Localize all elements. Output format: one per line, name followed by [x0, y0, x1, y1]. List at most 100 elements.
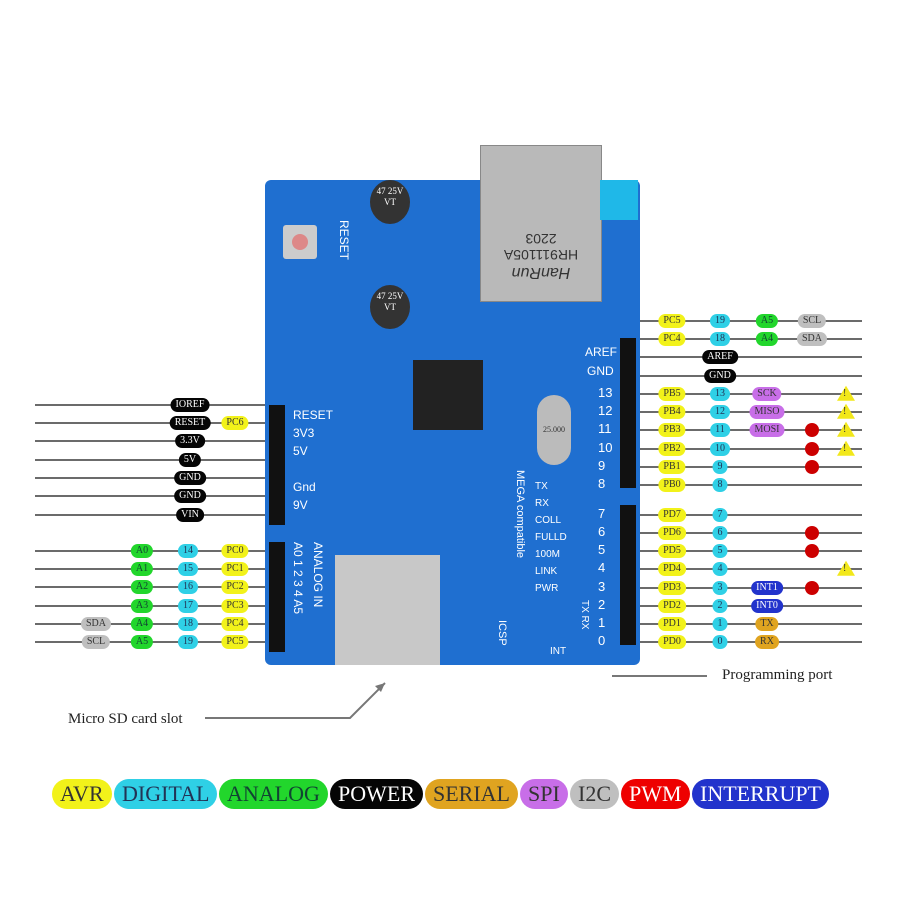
pin-label-i2c: SDA — [796, 332, 828, 346]
pin-label-i2c: SCL — [81, 635, 111, 649]
pin-label-digital: 17 — [178, 599, 198, 613]
arrow-icon — [205, 682, 386, 719]
pin-label-digital: 12 — [710, 405, 730, 419]
pin-line — [35, 477, 267, 479]
pin-label-avr: PB5 — [658, 387, 686, 401]
pin-label-power: RESET — [169, 416, 211, 430]
pin-label-avr: PC5 — [658, 314, 686, 328]
pin-line — [35, 514, 267, 516]
pin-label-avr: PD5 — [658, 544, 686, 558]
pin-line — [640, 393, 862, 395]
pin-line — [640, 514, 862, 516]
pin-line — [640, 605, 862, 607]
pin-label-analog: A0 — [130, 544, 154, 558]
pin-label-avr: PD7 — [658, 508, 686, 522]
legend-serial: SERIAL — [425, 779, 518, 809]
reset-label: RESET — [337, 220, 351, 261]
pin-label-power: GND — [174, 489, 206, 503]
pin-label-digital: 3 — [712, 581, 728, 595]
jack-model: HR911105A — [503, 247, 579, 263]
pin-label-analog: A4 — [130, 617, 154, 631]
pin-line — [640, 466, 862, 468]
legend-spi: SPI — [520, 779, 568, 809]
pin-label-avr: PC0 — [221, 544, 249, 558]
mega-compatible-label: MEGA compatible — [514, 470, 526, 559]
warning-icon: ! — [837, 421, 855, 437]
pin-label-serial: RX — [755, 635, 779, 649]
left-power-header — [269, 405, 285, 525]
programming-port-annotation: Programming port — [722, 667, 833, 683]
pin-label-avr: PC4 — [658, 332, 686, 346]
pin-label-avr: PB3 — [658, 423, 686, 437]
digital-pin-number: 10 — [598, 440, 613, 455]
pin-label-avr: PC1 — [221, 562, 249, 576]
legend-analog: ANALOG — [219, 779, 328, 809]
warning-icon: ! — [837, 560, 855, 576]
pin-label-digital: 13 — [710, 387, 730, 401]
pin-label-avr: PB0 — [658, 478, 686, 492]
pwm-dot-icon — [805, 526, 819, 540]
left-analog-header — [269, 542, 285, 652]
led-label: LINK — [535, 566, 558, 577]
pin-label-spi: SCK — [752, 387, 782, 401]
capacitor-2: 47 25V VT — [370, 285, 410, 329]
pin-label-digital: 4 — [712, 562, 728, 576]
pin-label-power: IOREF — [170, 398, 210, 412]
header-label-9v: 9V — [293, 498, 308, 512]
right-digital-header-low — [620, 505, 636, 645]
pin-line — [35, 404, 267, 406]
pin-label-avr: PC5 — [221, 635, 249, 649]
pin-label-digital: 0 — [712, 635, 728, 649]
led-label: 100M — [535, 549, 561, 560]
pin-line — [640, 448, 862, 450]
ethernet-shield-board: RESET 47 25V VT 47 25V VT 25.000 RESET 3… — [265, 180, 640, 665]
digital-pin-number: 3 — [598, 579, 606, 594]
pin-line — [640, 587, 862, 589]
pin-label-spi: MOSI — [749, 423, 785, 437]
digital-pin-number: 12 — [598, 403, 613, 418]
pin-line — [640, 338, 862, 340]
header-label-5v: 5V — [293, 444, 308, 458]
pin-line — [640, 623, 862, 625]
digital-pin-number: 4 — [598, 560, 606, 575]
pin-label-avr: PC3 — [221, 599, 249, 613]
header-label-3v3: 3V3 — [293, 426, 315, 440]
legend-interrupt: INTERRUPT — [692, 779, 829, 809]
pin-label-power: AREF — [702, 350, 738, 364]
legend-i2c: I2C — [570, 779, 619, 809]
pin-line — [640, 484, 862, 486]
pin-label-digital: 6 — [712, 526, 728, 540]
pin-label-avr: PD0 — [658, 635, 686, 649]
pin-label-analog: A5 — [130, 635, 154, 649]
pin-label-analog: A2 — [130, 580, 154, 594]
pin-label-power: 3.3V — [175, 434, 205, 448]
digital-pin-number: 11 — [598, 421, 612, 436]
pin-label-avr: PB1 — [658, 460, 686, 474]
legend-avr: AVR — [52, 779, 112, 809]
aref-label: AREF — [585, 345, 618, 359]
digital-pin-number: 8 — [598, 476, 606, 491]
digital-pin-number: 0 — [598, 633, 606, 648]
w5100-chip — [413, 360, 483, 430]
sd-card-slot[interactable] — [335, 555, 440, 665]
digital-pin-number: 13 — [598, 385, 613, 400]
pin-label-avr: PD3 — [658, 581, 686, 595]
pin-label-digital: 1 — [712, 617, 728, 631]
pin-label-digital: 8 — [712, 478, 728, 492]
pin-label-serial: TX — [755, 617, 779, 631]
reset-button[interactable] — [283, 225, 317, 259]
pwm-dot-icon — [805, 442, 819, 456]
led-label: TX — [535, 481, 548, 492]
pin-label-analog: A4 — [755, 332, 779, 346]
pin-line — [35, 440, 267, 442]
icsp-label: ICSP — [496, 620, 508, 646]
pin-label-avr: PD4 — [658, 562, 686, 576]
pwm-dot-icon — [805, 581, 819, 595]
pin-label-digital: 15 — [178, 562, 198, 576]
pin-label-avr: PD2 — [658, 599, 686, 613]
analog-pins-label: A0 1 2 3 4 A5 — [291, 542, 305, 615]
crystal: 25.000 — [537, 395, 571, 465]
pin-line — [640, 532, 862, 534]
pin-label-interrupt: INT1 — [751, 581, 783, 595]
pin-label-digital: 9 — [712, 460, 728, 474]
